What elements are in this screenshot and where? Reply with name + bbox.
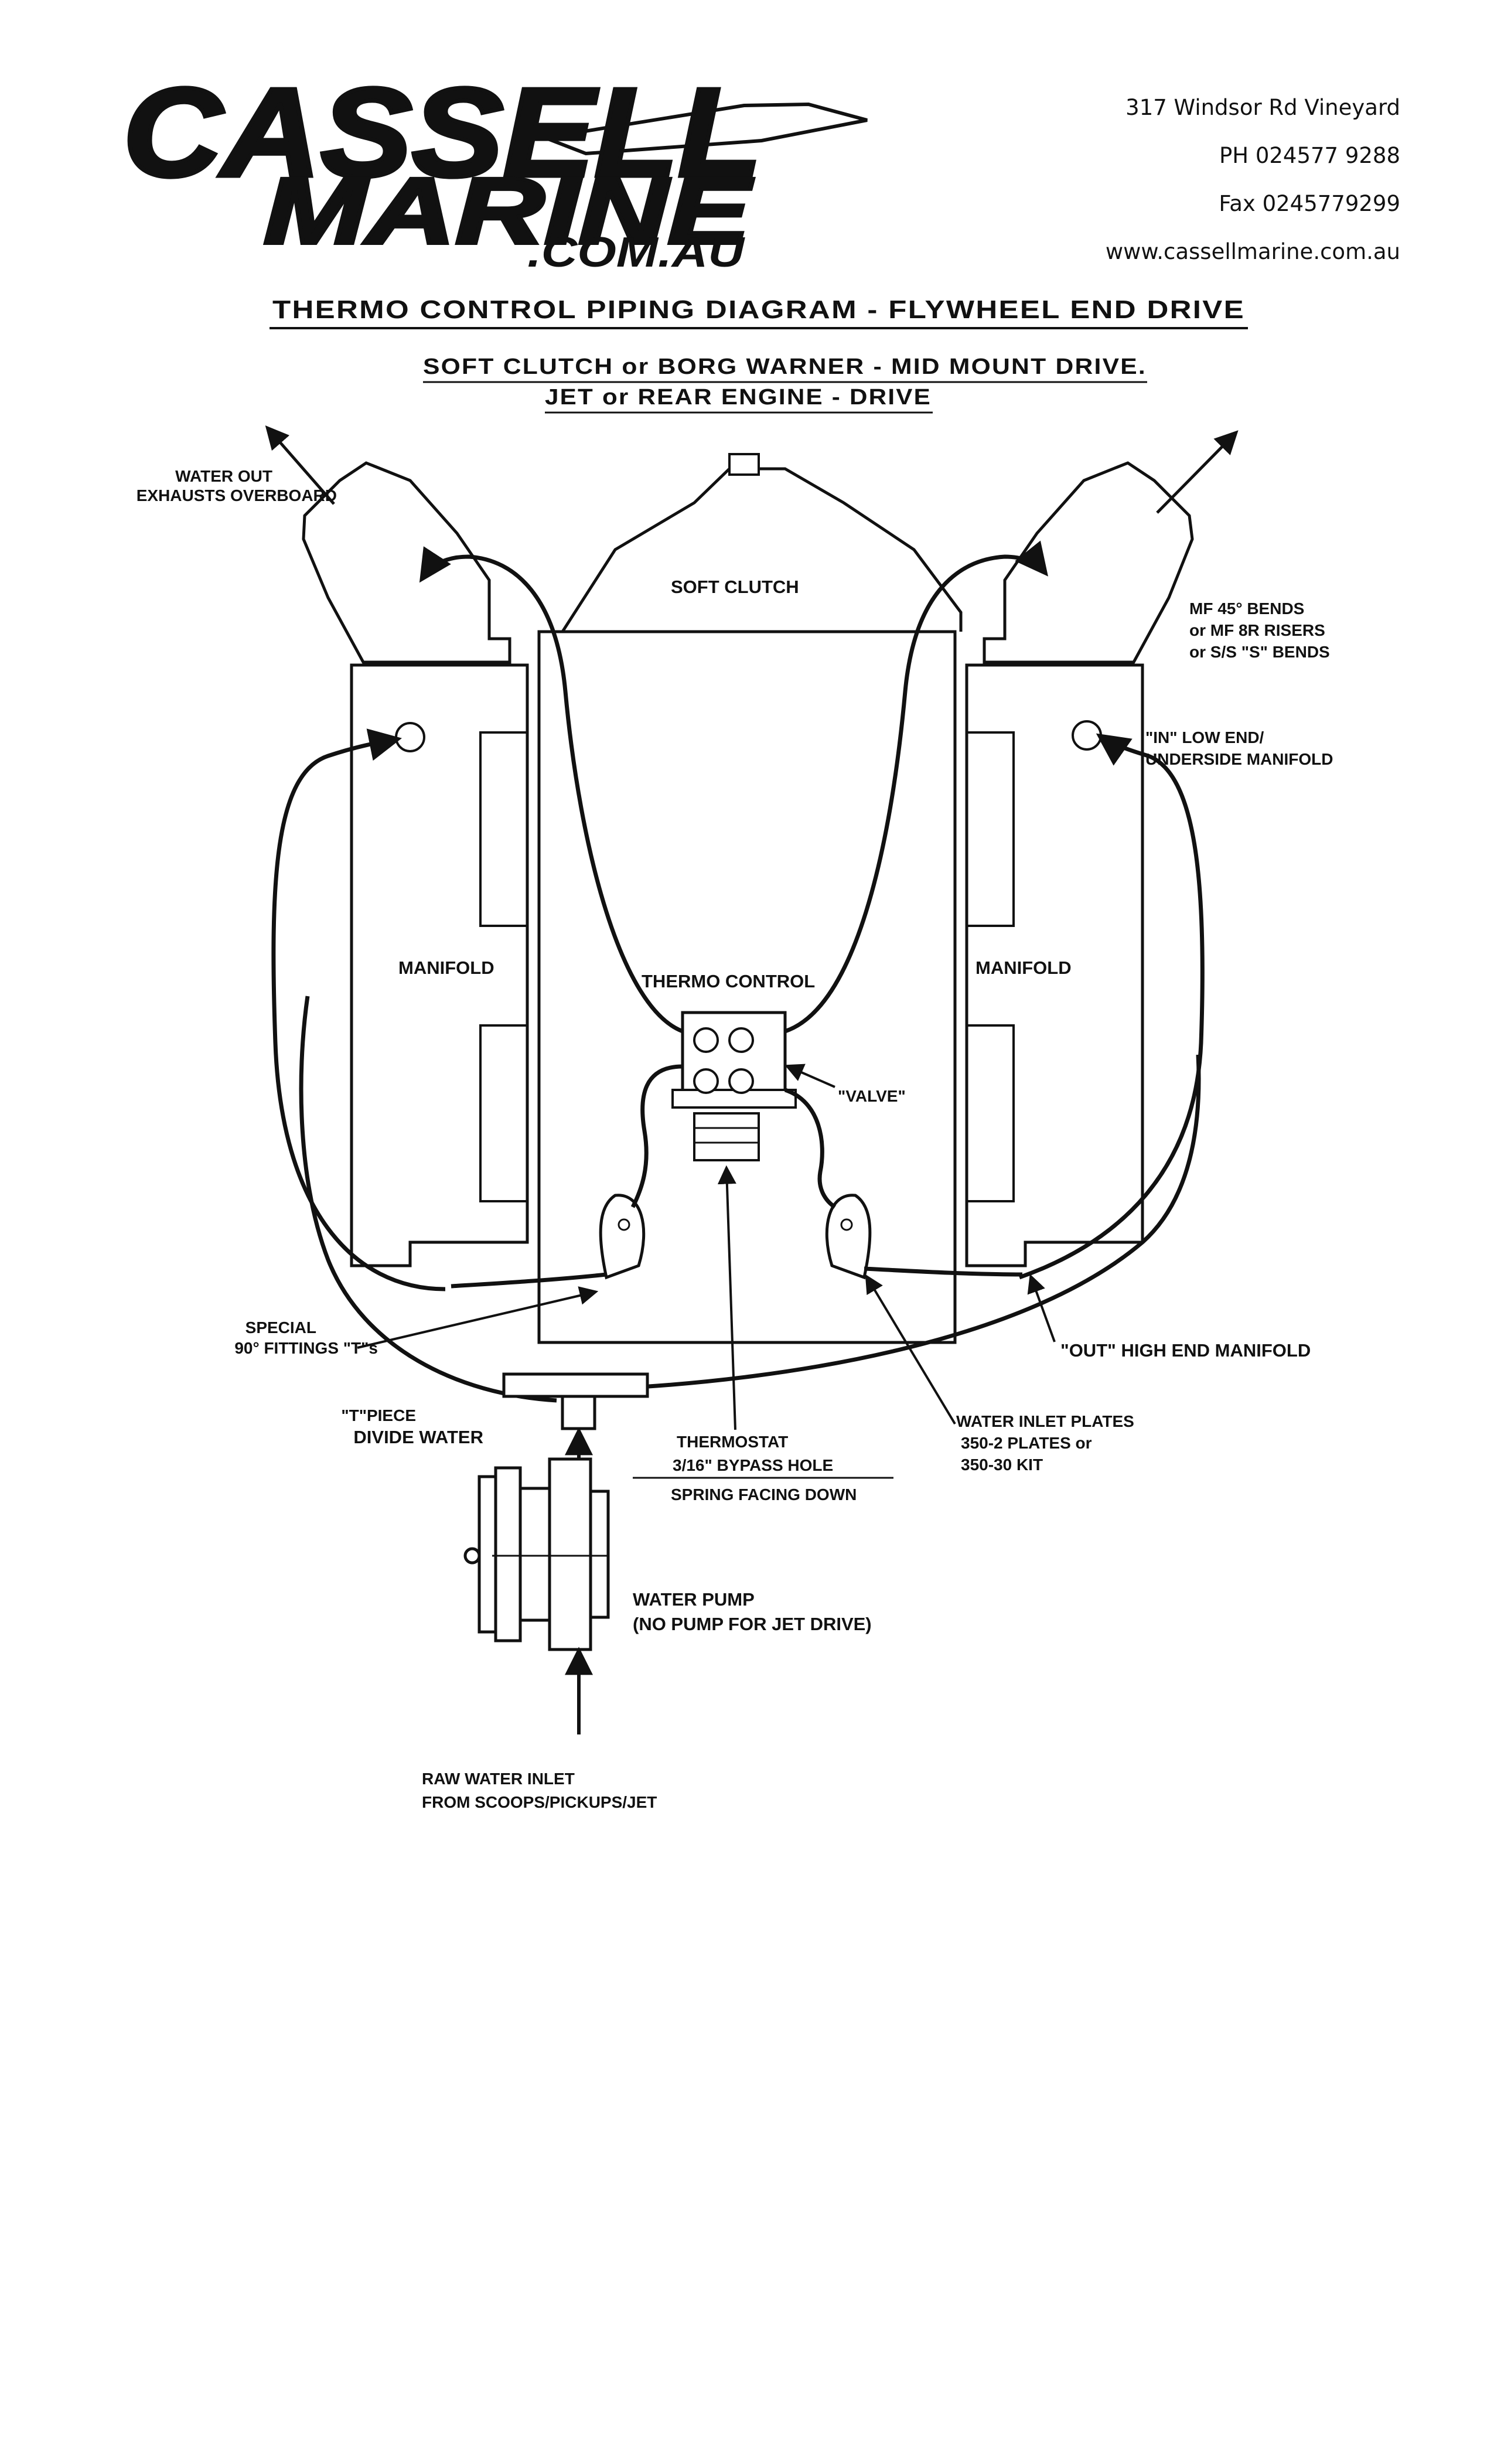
exhaust-out-arrow-left <box>265 425 335 505</box>
pipe-thermo-to-left-riser <box>419 546 684 1034</box>
inlet-plates-leader <box>865 1274 956 1425</box>
left-exhaust-riser <box>302 461 511 664</box>
label-spring-facing-down: SPRING FACING DOWN <box>671 1485 857 1504</box>
label-underside-manifold: UNDERSIDE MANIFOLD <box>1145 750 1333 768</box>
valve-leader <box>784 1064 835 1088</box>
engine-block <box>537 630 957 1344</box>
label-soft-clutch: SOFT CLUTCH <box>671 577 799 597</box>
label-special-fittings: 90° FITTINGS "T"s <box>234 1339 378 1357</box>
pipe-thermo-to-right-riser <box>784 540 1049 1034</box>
logo-line-cassell: CASSELL <box>123 62 762 203</box>
label-t-piece: "T"PIECE <box>341 1406 416 1424</box>
water-piping <box>271 540 1205 1403</box>
contact-fax: Fax 0245779299 <box>1219 191 1400 216</box>
pipe-left-plate-to-manifold <box>451 1272 607 1289</box>
label-valve: "VALVE" <box>838 1087 906 1105</box>
label-bends-1: MF 45° BENDS <box>1189 599 1304 618</box>
right-exhaust-riser <box>983 461 1194 664</box>
label-bends-2: or MF 8R RISERS <box>1189 621 1325 639</box>
t-piece-fitting <box>502 1372 649 1430</box>
logo-boat-swoosh <box>538 102 868 156</box>
diagram-title: THERMO CONTROL PIPING DIAGRAM - FLYWHEEL… <box>272 295 1245 324</box>
label-manifold-right: MANIFOLD <box>975 957 1072 978</box>
label-special: SPECIAL <box>245 1318 316 1337</box>
label-exhausts-overboard: EXHAUSTS OVERBOARD <box>137 486 337 505</box>
logo-line-marine: MARINE <box>264 158 753 263</box>
left-manifold-port <box>395 722 425 752</box>
diagram-subtitle-1: SOFT CLUTCH or BORG WARNER - MID MOUNT D… <box>423 355 1147 379</box>
logo-line-domain: .COM.AU <box>527 229 745 276</box>
contact-website: www.cassellmarine.com.au <box>1106 239 1400 264</box>
label-divide-water: DIVIDE WATER <box>353 1427 483 1447</box>
exhaust-out-arrow-right <box>1156 430 1239 514</box>
pipe-valve-left-loop <box>630 1064 683 1208</box>
contact-info: 317 Windsor Rd Vineyard PH 024577 9288 F… <box>1106 95 1400 264</box>
label-manifold-left: MANIFOLD <box>398 957 494 978</box>
contact-address: 317 Windsor Rd Vineyard <box>1125 95 1400 120</box>
out-high-leader <box>1027 1273 1056 1342</box>
label-thermostat: THERMOSTAT <box>677 1433 788 1451</box>
special-fittings-leader <box>357 1286 599 1349</box>
label-thermo-control: THERMO CONTROL <box>642 971 815 991</box>
right-manifold <box>965 663 1144 1267</box>
right-manifold-port <box>1072 720 1102 751</box>
water-pump <box>463 1457 610 1651</box>
thermostat-leader <box>717 1165 736 1430</box>
water-inlet-plate-right <box>825 1194 872 1280</box>
soft-clutch-cap <box>728 453 760 476</box>
pipe-right-manifold-loop <box>1018 733 1205 1280</box>
label-from-scoops: FROM SCOOPS/PICKUPS/JET <box>422 1793 657 1811</box>
cassell-marine-logo: CASSELL MARINE .COM.AU <box>121 60 868 276</box>
diagram-subtitle-2: JET or REAR ENGINE - DRIVE <box>545 385 932 410</box>
thermo-control-valve <box>671 1011 797 1161</box>
label-water-inlet-plates: WATER INLET PLATES <box>956 1412 1134 1430</box>
pipe-valve-right-loop <box>784 1088 837 1209</box>
contact-phone: PH 024577 9288 <box>1219 143 1400 168</box>
label-350-30-kit: 350-30 KIT <box>961 1456 1043 1474</box>
label-no-pump-jet: (NO PUMP FOR JET DRIVE) <box>633 1614 872 1634</box>
pipe-tpiece-left-branch <box>299 996 557 1403</box>
pipe-left-manifold-loop <box>271 728 446 1291</box>
water-inlet-plate-left <box>599 1194 646 1280</box>
label-350-2-plates: 350-2 PLATES or <box>961 1434 1092 1452</box>
label-raw-water-inlet: RAW WATER INLET <box>422 1770 575 1788</box>
label-bends-3: or S/S "S" BENDS <box>1189 643 1330 661</box>
thermostat-housing <box>693 1112 760 1161</box>
label-bypass-hole: 3/16" BYPASS HOLE <box>673 1456 833 1474</box>
pipe-right-plate-to-manifold <box>864 1266 1023 1277</box>
label-water-pump: WATER PUMP <box>633 1589 755 1610</box>
soft-clutch-housing <box>561 467 963 633</box>
label-in-low-end: "IN" LOW END/ <box>1145 728 1264 747</box>
label-out-high-end: "OUT" HIGH END MANIFOLD <box>1060 1340 1311 1361</box>
left-manifold <box>350 663 529 1267</box>
label-water-out: WATER OUT <box>175 467 272 485</box>
pipe-tpiece-right-branch <box>609 1054 1201 1391</box>
